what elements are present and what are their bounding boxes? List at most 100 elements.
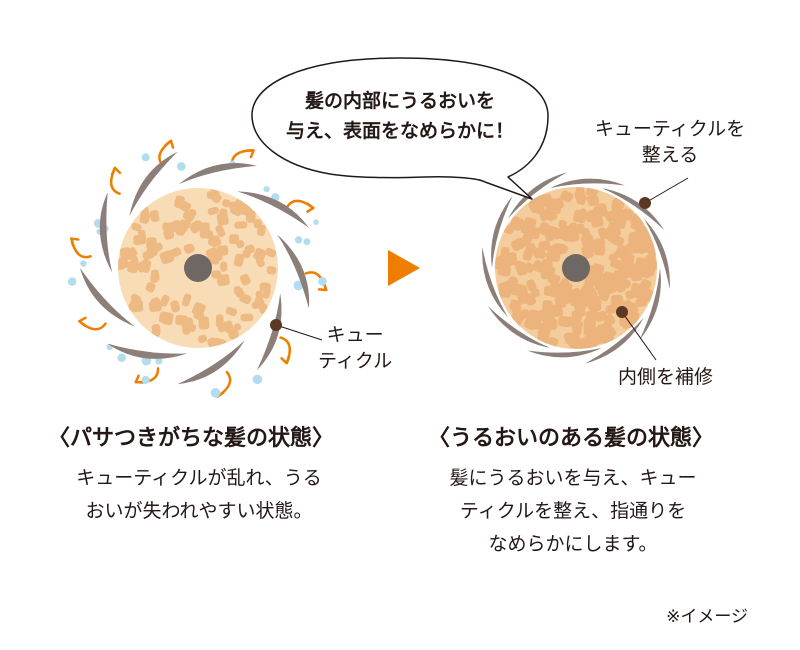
cuticle-scale (178, 163, 258, 185)
hair-medulla (184, 254, 212, 282)
cortex-cell (216, 274, 230, 287)
water-droplet (67, 277, 77, 286)
cortex-cell (611, 275, 621, 287)
cortex-cell (616, 247, 630, 260)
cortex-cell (503, 252, 517, 262)
arrow-head (78, 316, 87, 327)
align-cuticle-label-line-1: キューティクルを (594, 118, 746, 140)
cuticle-scale (482, 246, 509, 318)
water-droplet (313, 219, 319, 225)
right-caption-line-3: なめらかにします。 (488, 533, 658, 555)
arrow-head (245, 149, 255, 159)
cortex-cell (597, 203, 607, 216)
cortex-cell (538, 221, 549, 235)
water-droplet (117, 353, 126, 362)
cortex-cell (262, 288, 271, 299)
bubble-message: 髪の内部にうるおいを 与え、表面をなめらかに！ (250, 86, 550, 146)
cortex-cell (586, 209, 597, 221)
cortex-cell (591, 265, 605, 280)
cortex-cell (543, 285, 555, 296)
cortex-cell (528, 200, 540, 214)
cuticle-scale (639, 268, 661, 341)
cortex-cell (610, 258, 623, 270)
cortex-cell (139, 211, 151, 225)
water-droplet (252, 374, 263, 385)
align-cuticle-label-line-2: 整える (641, 144, 699, 166)
cortex-cell (535, 197, 547, 207)
cortex-cell (215, 224, 226, 238)
right-caption-line-2: ティクルを整え、指通りを (459, 500, 687, 522)
moisture-arrow (70, 237, 92, 259)
speech-bubble (251, 57, 549, 200)
cuticle-scale (107, 343, 188, 359)
cortex-cell (558, 219, 567, 229)
cortex-cell (627, 244, 637, 254)
cortex-cell (552, 243, 566, 255)
cortex-cell (588, 195, 600, 206)
cortex-cell (526, 279, 537, 292)
cortex-cell (602, 271, 615, 282)
repair-pointer (616, 306, 657, 361)
cortex-cell (575, 187, 585, 195)
cortex-cell (524, 217, 537, 228)
cortex-cell (222, 199, 231, 208)
cortex-cell (509, 216, 524, 231)
arrow-head (70, 237, 80, 247)
cortex-cell (547, 203, 561, 216)
bubble-line-1: 髪の内部にうるおいを (304, 90, 495, 112)
cortex-cell (209, 188, 219, 197)
arrow-head (164, 139, 175, 149)
cortex-cell (236, 240, 245, 249)
cortex-cell (610, 234, 625, 247)
cortex-cell (254, 296, 264, 309)
cuticle-scale (277, 234, 310, 309)
water-droplet (263, 186, 270, 193)
cortex-cell (225, 306, 238, 317)
hair-medulla-healthy (562, 254, 590, 282)
cuticle-scale (550, 178, 626, 189)
cortex-cell (253, 247, 267, 262)
left-caption-body: キューティクルが乱れ、うる おいが失われやすい状態。 (40, 462, 358, 528)
cortex-cell (560, 281, 573, 293)
right-caption-body: 髪にうるおいを与え、キュー ティクルを整え、指通りを なめらかにします。 (412, 462, 734, 561)
cortex-cell (530, 288, 540, 298)
cortex-cell (159, 294, 170, 307)
cortex-cell (528, 309, 541, 321)
cortex-cell (636, 225, 650, 239)
cortex-cell (207, 206, 219, 216)
arrow-head (306, 202, 315, 213)
cortex-cell (198, 316, 210, 330)
cortex-cell (170, 300, 181, 313)
cortex-cell (574, 338, 588, 349)
cortex-cell (545, 266, 556, 278)
cortex-cell (177, 227, 186, 236)
arrow-head (317, 282, 328, 292)
cortex-cell (139, 259, 152, 273)
cortex-cell (645, 240, 656, 252)
cortex-cell (131, 222, 142, 232)
cortex-cell (215, 314, 224, 328)
cortex-cell (525, 225, 538, 237)
cortex-cell (577, 208, 588, 219)
arrow-head (280, 355, 291, 365)
cortex-cell (561, 190, 571, 200)
cortex-cell (497, 264, 511, 277)
cortex-cell (523, 317, 536, 330)
cortex-cell (598, 278, 611, 292)
damaged-hair-cross-section (67, 139, 328, 398)
cortex-cell (640, 257, 652, 271)
cortex-cell (627, 265, 639, 277)
cortex-cell (518, 291, 530, 304)
cortex-cell (571, 310, 583, 322)
cortex-cell (581, 245, 594, 259)
cortex-cell (582, 294, 593, 306)
cortex-cell (228, 234, 240, 245)
cortex-cell (177, 315, 189, 325)
cortex-cell (228, 329, 239, 340)
water-droplet (293, 280, 304, 291)
cortex-cell (126, 247, 138, 259)
cortex-cell (210, 253, 223, 261)
cortex-cell (580, 282, 594, 297)
cortex-cell (149, 209, 160, 223)
